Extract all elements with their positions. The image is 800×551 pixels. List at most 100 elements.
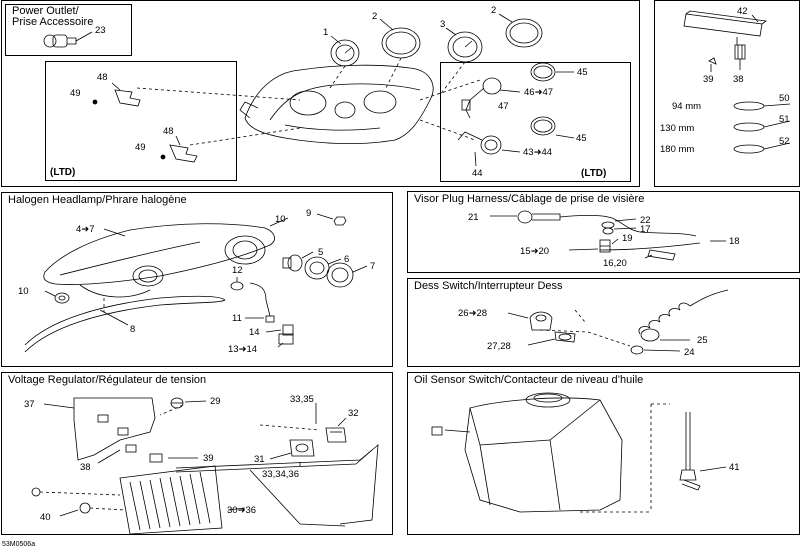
- visor-strip-8: [24, 295, 226, 353]
- oil-title: Oil Sensor Switch/Contacteur de niveau d…: [414, 374, 644, 386]
- socket-5: [282, 254, 303, 272]
- power-outlet-title-line2: Prise Accessoire: [12, 16, 94, 28]
- label-15-20: 15➜20: [520, 246, 549, 257]
- ring-45b: [530, 116, 556, 136]
- label-48a: 48: [97, 72, 108, 83]
- ties-panel: [654, 0, 800, 187]
- label-180mm: 180 mm: [660, 144, 694, 155]
- label-38-reg: 38: [80, 462, 91, 473]
- label-46-47: 46➜47: [524, 87, 553, 98]
- label-5: 5: [318, 247, 323, 258]
- label-6: 6: [344, 254, 349, 265]
- label-10b: 10: [18, 286, 29, 297]
- label-45a: 45: [577, 67, 588, 78]
- nut-17: [602, 227, 614, 235]
- dashboard-housing: [239, 64, 434, 144]
- label-50: 50: [779, 93, 790, 104]
- label-26-28: 26➜28: [458, 308, 487, 319]
- dess-switch-26-28: [529, 311, 553, 331]
- screw-29: [170, 397, 184, 409]
- halogen-title: Halogen Headlamp/Phrare halogène: [8, 194, 187, 206]
- label-3: 3: [440, 19, 445, 30]
- label-32: 32: [348, 408, 359, 419]
- label-48b: 48: [163, 126, 174, 137]
- dess-cord: [638, 289, 729, 342]
- label-2a: 2: [372, 11, 377, 22]
- label-12: 12: [232, 265, 243, 276]
- label-10a: 10: [275, 214, 286, 225]
- bracket-37: [73, 397, 156, 461]
- regulator-heatsink: [119, 465, 223, 535]
- dess-housing-27-28: [554, 331, 576, 343]
- tie-51: [733, 120, 791, 132]
- label-39-top: 39: [703, 74, 714, 85]
- label-51: 51: [779, 114, 790, 125]
- label-9: 9: [306, 208, 311, 219]
- ltd-right-label: (LTD): [581, 168, 606, 179]
- label-16-20: 16,20: [603, 258, 627, 269]
- connector-32: [325, 427, 347, 443]
- voltage-title: Voltage Regulator/Régulateur de tension: [8, 374, 207, 386]
- ring-45a: [530, 62, 556, 82]
- label-31: 31: [254, 454, 265, 465]
- label-41: 41: [729, 462, 740, 473]
- gauge-3: [447, 31, 483, 63]
- protector-42: [683, 10, 768, 37]
- visor-connector-21: [517, 210, 613, 224]
- gauge-46-47: [461, 77, 502, 119]
- headlamp-assembly: [43, 223, 275, 298]
- power-outlet-part: [43, 34, 77, 48]
- label-8: 8: [130, 324, 135, 335]
- label-21: 21: [468, 212, 479, 223]
- label-4-7: 4➜7: [76, 224, 95, 235]
- ltd-left-box: [45, 61, 237, 181]
- label-13-14: 13➜14: [228, 344, 257, 355]
- bezel-ring-2a: [381, 27, 421, 59]
- bracket-48b: [169, 144, 198, 163]
- ltd-right-box: [440, 62, 631, 182]
- bracket-48a: [114, 89, 141, 107]
- label-49b: 49: [135, 142, 146, 153]
- label-2b: 2: [491, 5, 496, 16]
- label-30-36: 30➜36: [227, 505, 256, 516]
- harness-30-36: [175, 444, 379, 527]
- label-49a: 49: [70, 88, 81, 99]
- connector-13-14: [278, 324, 294, 345]
- label-39-reg: 39: [203, 453, 214, 464]
- label-25: 25: [697, 335, 708, 346]
- bezel-ring-2b: [505, 18, 543, 48]
- clip-16-20: [647, 249, 676, 261]
- dess-panel: Dess Switch/Interrupteur Dess: [407, 278, 800, 367]
- label-38-top: 38: [733, 74, 744, 85]
- key-24: [630, 345, 644, 355]
- label-33-34-36: 33,34,36: [262, 469, 299, 480]
- label-11: 11: [232, 313, 242, 324]
- label-22: 22: [640, 215, 651, 226]
- diagram-code: 53M0506a: [2, 541, 36, 548]
- cover-6: [304, 256, 330, 280]
- label-23: 23: [95, 25, 106, 36]
- label-19: 19: [622, 233, 633, 244]
- dess-title: Dess Switch/Interrupteur Dess: [414, 280, 563, 292]
- visor-title: Visor Plug Harness/Câblage de prise de v…: [414, 193, 645, 205]
- labels: 23 1 2 3 2 48 49 48 49 (LTD) 45 46➜47 47…: [18, 5, 790, 523]
- cap-7: [326, 262, 354, 288]
- label-14: 14: [249, 327, 260, 338]
- label-130mm: 130 mm: [660, 123, 694, 134]
- label-17: 17: [640, 224, 651, 235]
- clip-38: [734, 44, 746, 60]
- gauge-1: [330, 39, 360, 67]
- label-27-28: 27,28: [487, 341, 511, 352]
- label-7: 7: [370, 261, 375, 272]
- gauge-43-44: [457, 131, 502, 155]
- washer-10: [54, 292, 70, 304]
- power-outlet-title-line1: Power Outlet/: [12, 5, 79, 17]
- clip-22: [601, 221, 615, 229]
- label-37: 37: [24, 399, 35, 410]
- bulb-wire-11: [249, 282, 275, 323]
- tie-52: [733, 142, 791, 154]
- label-1: 1: [323, 27, 328, 38]
- nut-9: [333, 216, 347, 226]
- label-43-44: 43➜44: [523, 147, 552, 158]
- label-18: 18: [729, 236, 740, 247]
